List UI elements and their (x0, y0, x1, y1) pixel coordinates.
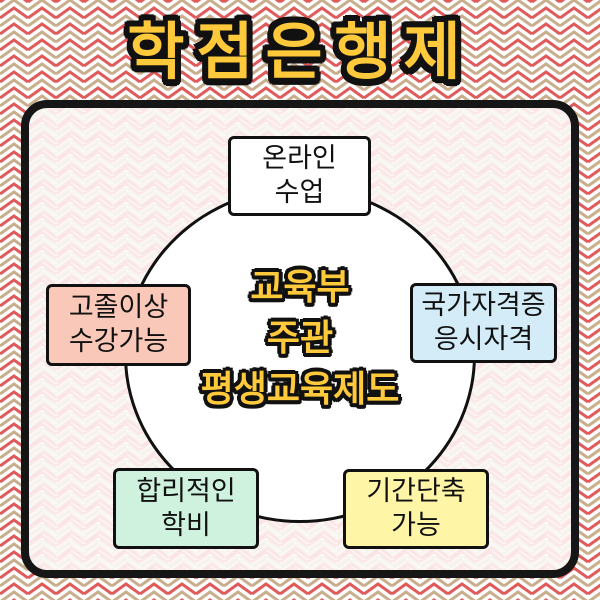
node-label-line2: 수업 (274, 177, 325, 208)
node-national-certification: 국가자격증 응시자격 (410, 283, 557, 363)
node-label-line1: 기간단축 (366, 476, 466, 507)
node-label-line2: 응시자격 (433, 324, 534, 355)
node-label-line1: 국가자격증 (421, 290, 546, 321)
node-label-line1: 온라인 (262, 143, 337, 174)
node-label-line2: 가능 (391, 510, 441, 541)
node-reasonable-tuition: 합리적인 학비 (113, 468, 259, 549)
center-label: 교육부 주관 평생교육제도 (150, 262, 450, 415)
center-line-3: 평생교육제도 (200, 369, 400, 410)
page-title: 학점은행제 (127, 15, 473, 88)
node-label-line1: 합리적인 (136, 475, 236, 507)
node-label-line2: 학비 (161, 509, 211, 541)
node-online-class: 온라인 수업 (228, 136, 371, 216)
node-label-line2: 수강가능 (68, 326, 169, 357)
center-line-1: 교육부 (250, 267, 350, 308)
center-line-2: 주관 (266, 318, 334, 359)
node-shortened-period: 기간단축 가능 (343, 469, 489, 549)
node-label-line1: 고졸이상 (68, 292, 169, 323)
node-high-school-eligible: 고졸이상 수강가능 (46, 284, 191, 366)
